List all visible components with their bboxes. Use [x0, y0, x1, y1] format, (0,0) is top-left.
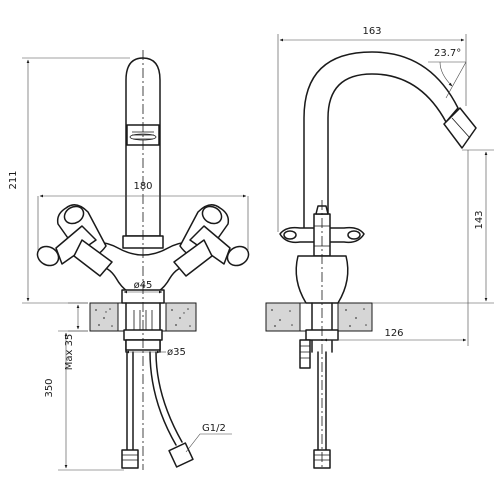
dim-shank-diameter-label: ø35	[167, 347, 186, 358]
front-supply-hoses	[121, 351, 194, 469]
dim-spout-offset-label: 126	[384, 328, 403, 339]
dim-outlet-height: 143	[372, 149, 494, 304]
dim-max-thickness-label: Max 35	[64, 334, 75, 371]
front-left-handle	[36, 204, 113, 277]
dim-spout-offset: 126	[323, 150, 469, 346]
dim-shank-diameter: ø35	[125, 347, 186, 358]
callout-connector-thread-label: G1/2	[202, 423, 226, 434]
dim-spout-angle: 23.7°	[428, 48, 467, 99]
dim-max-thickness: Max 35	[64, 302, 88, 371]
side-countertop	[265, 302, 373, 332]
dim-spout-angle-label: 23.7°	[434, 48, 461, 59]
callout-connector-thread: G1/2	[185, 423, 232, 453]
side-view: 163 23.7° 143 126	[265, 26, 494, 470]
dim-spout-reach: 163	[277, 26, 467, 232]
dim-hose-length-label: 350	[44, 378, 55, 397]
dim-outlet-height-label: 143	[474, 210, 485, 229]
dim-spread: 180	[37, 181, 249, 250]
dim-hose-length: 350	[44, 330, 124, 471]
front-right-handle	[173, 204, 250, 277]
dim-front-height-label: 211	[8, 170, 19, 189]
dim-spread-label: 180	[133, 181, 152, 192]
front-view: 211 180 ø45 ø35 Max 35 350	[8, 50, 250, 471]
dim-spout-reach-label: 163	[362, 26, 381, 37]
side-aerator	[443, 107, 477, 149]
front-collar	[122, 235, 164, 249]
dim-base-diameter-label: ø45	[134, 280, 153, 291]
dim-base-diameter: ø45	[123, 280, 163, 294]
side-handle	[279, 205, 365, 257]
